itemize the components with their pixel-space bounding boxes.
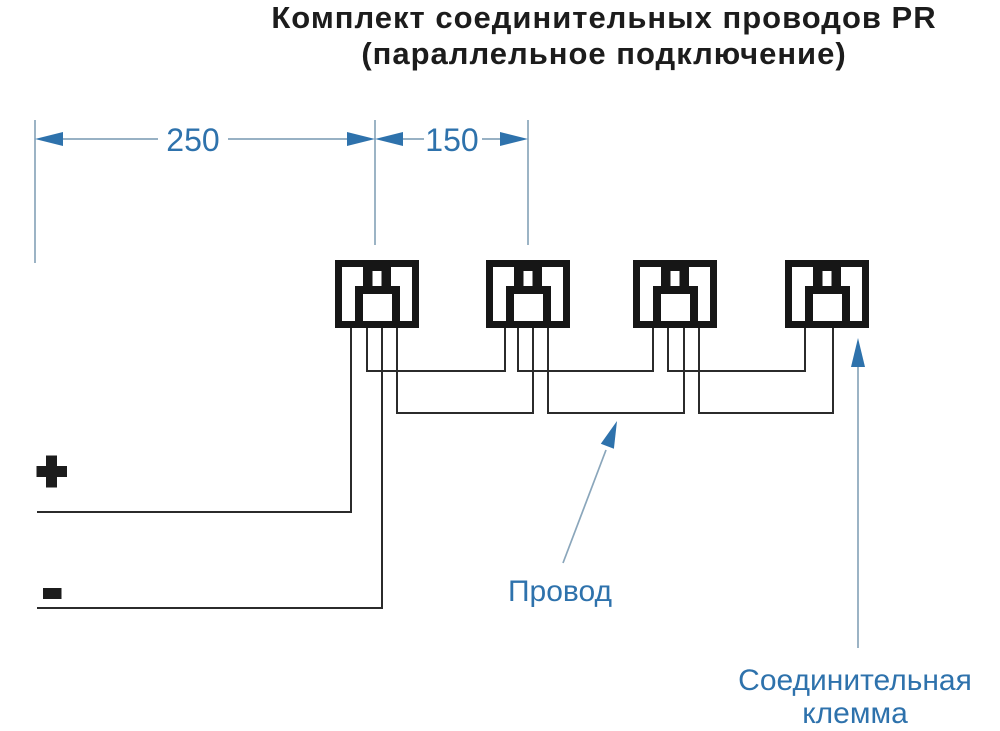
dimension-250-value: 250 (166, 122, 219, 158)
minus-wire (37, 326, 383, 609)
arrow-right-icon (500, 132, 528, 146)
connector-clamp-2 (490, 264, 567, 325)
connector-clamp-4 (789, 264, 866, 325)
jumper-wire-upper-3 (667, 326, 806, 372)
plus-wire (37, 326, 352, 513)
dimension-150-value: 150 (425, 122, 478, 158)
jumper-wire-lower-3 (698, 326, 834, 414)
plus-terminal-symbol (36, 455, 67, 488)
connector-clamp-3 (637, 264, 714, 325)
dimension-250: 250 (35, 122, 375, 158)
arrow-up-icon (600, 421, 617, 449)
callout-clamp: Соединительная клемма (738, 338, 972, 730)
diagram-title-line1: Комплект соединительных проводов PR (271, 0, 936, 35)
dimension-150: 150 (375, 122, 528, 158)
clamp-label-line1: Соединительная (738, 664, 972, 697)
callout-wire-leader-line (562, 449, 607, 564)
arrow-right-icon (347, 132, 375, 146)
arrow-left-icon (35, 132, 63, 146)
arrow-up-icon (851, 338, 865, 367)
diagram-title-line2: (параллельное подключение) (361, 36, 846, 71)
jumper-wire-upper-2 (517, 326, 654, 372)
wire-label: Провод (508, 575, 612, 608)
jumper-wire-lower-1 (396, 326, 534, 414)
jumper-wire-lower-2 (547, 326, 685, 414)
callout-wire: Провод (508, 421, 617, 608)
jumper-wire-upper-1 (366, 326, 506, 372)
connector-clamp-1 (339, 264, 416, 325)
wires (37, 326, 834, 609)
arrow-left-icon (375, 132, 403, 146)
minus-terminal-symbol (43, 588, 62, 599)
clamp-label-line2: клемма (802, 697, 908, 730)
